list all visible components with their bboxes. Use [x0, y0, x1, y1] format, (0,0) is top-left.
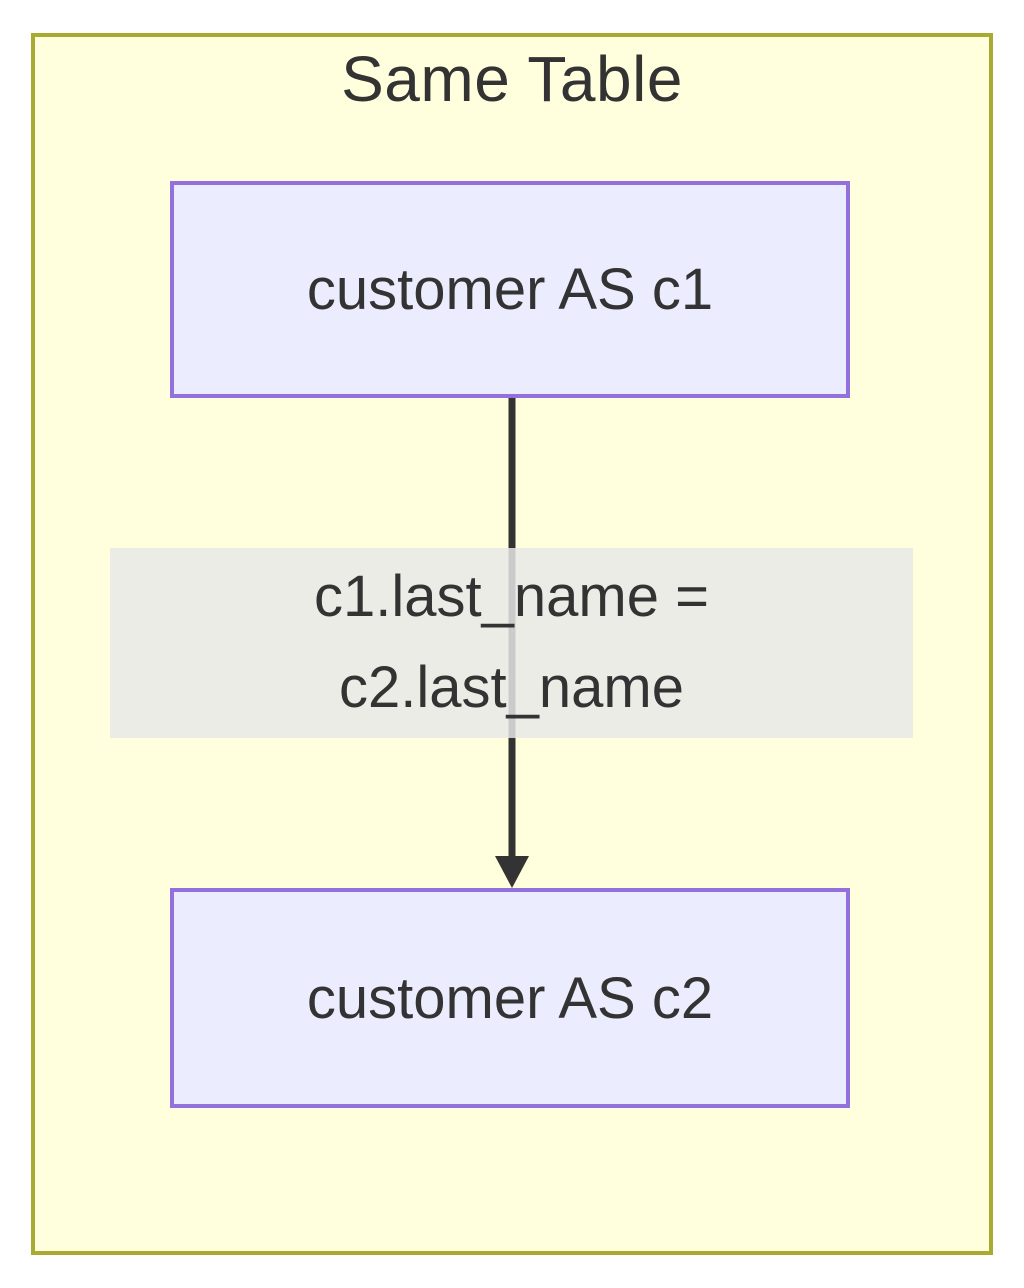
cluster-title: Same Table [341, 43, 683, 115]
edge-label-line-2: c2.last_name [339, 655, 684, 720]
node-customer-c1-label: customer AS c1 [306, 257, 714, 322]
node-customer-c1: customer AS c1 [170, 181, 850, 398]
edge-label-line-1: c1.last_name = [314, 564, 709, 630]
edge-label: c1.last_name = c2.last_name [110, 548, 913, 738]
node-customer-c2-label: customer AS c2 [306, 965, 714, 1031]
node-customer-c2: customer AS c2 [170, 888, 850, 1108]
